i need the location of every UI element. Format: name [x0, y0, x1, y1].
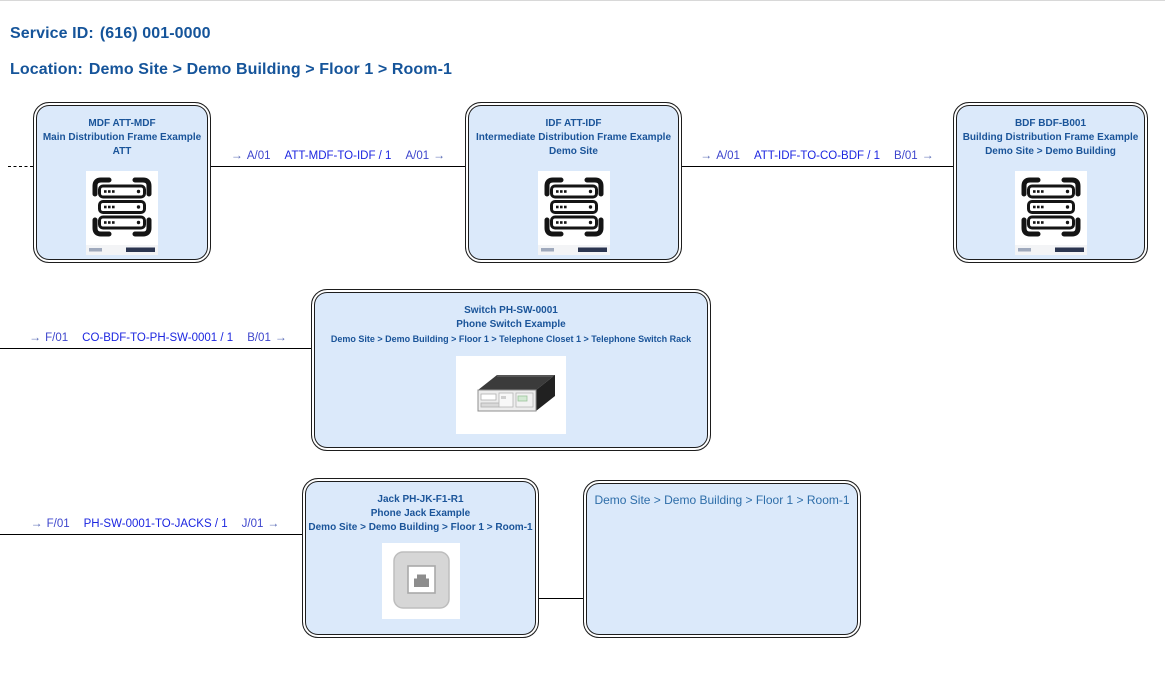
rack-icon	[537, 171, 610, 255]
node-title: Jack PH-JK-F1-R1	[377, 494, 464, 505]
link-label-att-idf-to-co-bdf: →A/01 ATT-IDF-TO-CO-BDF / 1 B/01→	[696, 148, 938, 162]
in-port-label: B/01	[247, 332, 271, 344]
incoming-dashed-stub-line	[8, 166, 33, 167]
arrow-right-icon: →	[267, 516, 280, 530]
link-label-ph-sw-to-jacks: →F/01 PH-SW-0001-TO-JACKS / 1 J/01→	[26, 516, 284, 530]
link-name[interactable]: ATT-IDF-TO-CO-BDF / 1	[753, 150, 881, 162]
node-title: Switch PH-SW-0001	[464, 305, 558, 316]
node-title: MDF ATT-MDF	[88, 118, 156, 129]
out-port-label: A/01	[716, 150, 740, 162]
link-label-co-bdf-to-ph-sw: →F/01 CO-BDF-TO-PH-SW-0001 / 1 B/01→	[25, 330, 291, 344]
connector-line-left-jack	[0, 534, 302, 535]
node-subtitle: Building Distribution Frame Example	[962, 132, 1139, 143]
node-bdf[interactable]: BDF BDF-B001 Building Distribution Frame…	[953, 102, 1148, 263]
in-port-label: B/01	[894, 150, 918, 162]
arrow-right-icon: →	[700, 148, 713, 162]
node-subtitle: Phone Jack Example	[370, 508, 471, 519]
out-port-label: F/01	[46, 518, 70, 530]
node-idf[interactable]: IDF ATT-IDF Intermediate Distribution Fr…	[465, 102, 682, 263]
node-location: Demo Site > Demo Building > Floor 1 > Te…	[330, 334, 692, 344]
node-location: Demo Site > Demo Building > Floor 1 > Ro…	[308, 522, 533, 533]
node-switch[interactable]: Switch PH-SW-0001 Phone Switch Example D…	[311, 289, 711, 451]
node-location: ATT	[112, 146, 132, 157]
rack-icon	[86, 171, 158, 255]
phone-switch-icon	[456, 356, 566, 434]
arrow-right-icon: →	[433, 148, 446, 162]
connector-line-left-switch	[0, 348, 311, 349]
arrow-right-icon: →	[921, 148, 934, 162]
node-subtitle: Main Distribution Frame Example	[42, 132, 202, 143]
rack-icon	[1014, 171, 1087, 255]
connector-line-jack-room	[539, 598, 583, 599]
node-title: IDF ATT-IDF	[545, 118, 602, 129]
node-mdf[interactable]: MDF ATT-MDF Main Distribution Frame Exam…	[33, 102, 211, 263]
out-port-label: A/01	[246, 150, 271, 162]
node-room[interactable]: Demo Site > Demo Building > Floor 1 > Ro…	[583, 480, 861, 638]
out-port-label: F/01	[45, 332, 69, 344]
service-id-value: (616) 001-0000	[99, 25, 211, 42]
location-value: Demo Site > Demo Building > Floor 1 > Ro…	[88, 61, 453, 78]
connector-line-mdf-idf	[211, 166, 465, 167]
link-name[interactable]: ATT-MDF-TO-IDF / 1	[284, 150, 392, 162]
connector-line-idf-bdf	[682, 166, 953, 167]
link-name[interactable]: CO-BDF-TO-PH-SW-0001 / 1	[82, 332, 234, 344]
node-location: Demo Site > Demo Building	[985, 146, 1116, 157]
arrow-right-icon: →	[274, 330, 287, 344]
node-subtitle: Phone Switch Example	[456, 319, 566, 330]
node-location: Demo Site	[549, 146, 598, 157]
service-id-label: Service ID:	[10, 25, 94, 42]
location-label: Location:	[10, 61, 83, 78]
phone-jack-icon	[381, 543, 460, 619]
in-port-label: J/01	[241, 518, 264, 530]
node-title: Demo Site > Demo Building > Floor 1 > Ro…	[594, 493, 850, 507]
node-jack[interactable]: Jack PH-JK-F1-R1 Phone Jack Example Demo…	[302, 478, 539, 638]
in-port-label: A/01	[405, 150, 430, 162]
arrow-right-icon: →	[30, 516, 43, 530]
location-breadcrumb: Location: Demo Site > Demo Building > Flo…	[10, 61, 452, 79]
link-name[interactable]: PH-SW-0001-TO-JACKS / 1	[83, 518, 228, 530]
arrow-right-icon: →	[230, 148, 243, 162]
service-id-header: Service ID: (616) 001-0000	[10, 25, 211, 43]
node-subtitle: Intermediate Distribution Frame Example	[475, 132, 672, 143]
node-title: BDF BDF-B001	[1014, 118, 1087, 129]
link-label-att-mdf-to-idf: →A/01 ATT-MDF-TO-IDF / 1 A/01→	[226, 148, 450, 162]
arrow-right-icon: →	[29, 330, 42, 344]
